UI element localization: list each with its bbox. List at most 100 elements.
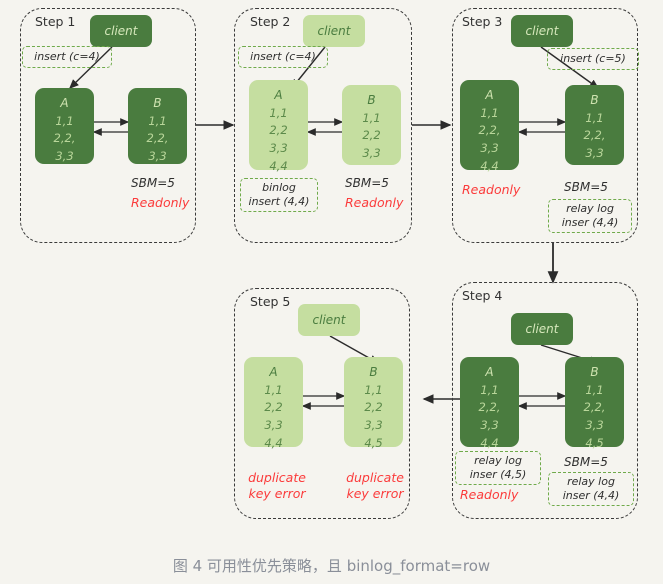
step-5-client-label: client xyxy=(312,313,346,327)
step-3-panel xyxy=(452,8,638,243)
step-2-node-b-row-1: 2,2 xyxy=(362,128,381,143)
step-4-node-a-row-0: 1,1 xyxy=(480,382,499,397)
step-3-node-a-row-3: 4,4 xyxy=(480,159,499,174)
step-5-error-a-line-0: duplicate xyxy=(248,470,306,485)
step-4-panel xyxy=(452,282,638,519)
step-4-node-b-row-3: 4,5 xyxy=(585,436,604,451)
step-1-title: Step 1 xyxy=(35,14,76,29)
step-4-node-a-name: A xyxy=(485,365,494,379)
step-5-node-b-row-2: 3,3 xyxy=(364,418,383,433)
step-4-relay-tag-b: relay log inser (4,4) xyxy=(548,472,634,506)
step-2-node-a: A 1,1 2,2 3,3 4,4 xyxy=(249,80,308,173)
step-1-client-label: client xyxy=(104,24,138,38)
step-1-node-a-row-2: 3,3 xyxy=(55,149,74,164)
step-2-query-text: insert (c=4) xyxy=(250,50,316,64)
step-5-node-a-row-0: 1,1 xyxy=(264,382,283,397)
step-3-sbm: SBM=5 xyxy=(564,180,608,194)
step-3-node-b-name: B xyxy=(590,93,599,107)
step-5-panel xyxy=(234,288,410,519)
step-5-node-b-row-0: 1,1 xyxy=(364,382,383,397)
step-1-status: Readonly xyxy=(131,195,190,210)
step-1-client: client xyxy=(90,15,152,47)
figure-caption: 图 4 可用性优先策略，且 binlog_format=row xyxy=(172,557,491,575)
step-1-query-text: insert (c=4) xyxy=(34,50,100,64)
step-4-sbm: SBM=5 xyxy=(564,455,608,469)
step-1-node-b-row-1: 2,2, xyxy=(146,131,169,146)
step-1-node-a-row-1: 2,2, xyxy=(53,131,76,146)
step-5-error-b-line-1: key error xyxy=(346,485,404,501)
step-4-relay-a-line-1: inser (4,5) xyxy=(469,468,527,481)
step-1-panel xyxy=(20,8,196,243)
step-4-client: client xyxy=(511,313,573,345)
step-4-relay-a-line-0: relay log xyxy=(474,454,522,468)
step-5-title: Step 5 xyxy=(250,294,291,309)
step-2-node-b-name: B xyxy=(367,93,376,107)
step-2-node-b-row-2: 3,3 xyxy=(362,146,381,161)
step-2-node-a-row-1: 2,2 xyxy=(269,123,288,138)
step-3-node-a: A 1,1 2,2, 3,3 4,4 xyxy=(460,80,519,173)
step-2-binlog-line-0: binlog xyxy=(262,181,296,195)
step-1-node-b-name: B xyxy=(153,96,162,110)
step-2-status: Readonly xyxy=(345,195,404,210)
step-2-node-a-row-0: 1,1 xyxy=(269,105,288,120)
step-3-relay-b-line-1: inser (4,4) xyxy=(561,216,619,229)
step-5-error-a: duplicate key error xyxy=(247,470,307,501)
step-1-node-b: B 1,1 2,2, 3,3 xyxy=(128,88,187,164)
step-4-node-a-row-2: 3,3 xyxy=(480,418,499,433)
step-4-relay-b-line-1: inser (4,4) xyxy=(562,489,620,502)
step-2-binlog-tag: binlog insert (4,4) xyxy=(240,178,318,212)
step-4-node-b-row-2: 3,3 xyxy=(585,418,604,433)
step-1-query-tag: insert (c=4) xyxy=(22,46,112,68)
step-5-error-b: duplicate key error xyxy=(345,470,405,501)
step-4-title: Step 4 xyxy=(462,288,503,303)
step-2-sbm: SBM=5 xyxy=(345,176,389,190)
step-1-node-b-row-0: 1,1 xyxy=(148,113,167,128)
step-3-client-label: client xyxy=(525,24,559,38)
step-5-node-b-row-1: 2,2 xyxy=(364,400,383,415)
step-5-node-b-row-3: 4,5 xyxy=(364,436,383,451)
step-2-node-b-row-0: 1,1 xyxy=(362,110,381,125)
step-2-node-b: B 1,1 2,2 3,3 xyxy=(342,85,401,165)
step-3-node-a-row-0: 1,1 xyxy=(480,105,499,120)
step-4-node-b-name: B xyxy=(590,365,599,379)
step-5-node-b-name: B xyxy=(369,365,378,379)
step-2-title: Step 2 xyxy=(250,14,291,29)
step-1-node-a: A 1,1 2,2, 3,3 xyxy=(35,88,94,164)
step-3-node-b-row-0: 1,1 xyxy=(585,110,604,125)
step-4-relay-b-line-0: relay log xyxy=(567,475,615,489)
step-2-query-tag: insert (c=4) xyxy=(238,46,328,68)
step-3-query-tag: insert (c=5) xyxy=(547,48,639,70)
step-5-node-a-name: A xyxy=(269,365,278,379)
step-3-title: Step 3 xyxy=(462,14,503,29)
step-3-node-b-row-1: 2,2, xyxy=(583,128,606,143)
step-1-node-b-row-2: 3,3 xyxy=(148,149,167,164)
step-5-node-a-row-1: 2,2 xyxy=(264,400,283,415)
step-3-client: client xyxy=(511,15,573,47)
step-5-node-a: A 1,1 2,2 3,3 4,4 xyxy=(244,357,303,450)
step-4-client-label: client xyxy=(525,322,559,336)
step-3-relay-tag-b: relay log inser (4,4) xyxy=(548,199,632,233)
step-4-node-a: A 1,1 2,2, 3,3 4,4 xyxy=(460,357,519,450)
step-4-node-a-row-3: 4,4 xyxy=(480,436,499,451)
step-5-error-b-line-0: duplicate xyxy=(346,470,404,485)
step-3-node-a-row-2: 3,3 xyxy=(480,141,499,156)
step-4-node-b-row-0: 1,1 xyxy=(585,382,604,397)
step-4-relay-tag-a: relay log inser (4,5) xyxy=(455,451,541,485)
step-1-node-a-row-0: 1,1 xyxy=(55,113,74,128)
step-4-node-a-row-1: 2,2, xyxy=(478,400,501,415)
step-3-query-text: insert (c=5) xyxy=(560,52,626,66)
step-4-status: Readonly xyxy=(460,487,519,502)
step-2-panel xyxy=(234,8,412,243)
step-3-relay-b-line-0: relay log xyxy=(566,202,614,216)
step-2-node-a-row-2: 3,3 xyxy=(269,141,288,156)
step-5-node-a-row-3: 4,4 xyxy=(264,436,283,451)
step-2-binlog-line-1: insert (4,4) xyxy=(248,195,310,208)
step-1-node-a-name: A xyxy=(60,96,69,110)
step-3-node-a-name: A xyxy=(485,88,494,102)
step-3-node-b-row-2: 3,3 xyxy=(585,146,604,161)
step-4-node-b: B 1,1 2,2, 3,3 4,5 xyxy=(565,357,624,450)
step-5-node-b: B 1,1 2,2 3,3 4,5 xyxy=(344,357,403,450)
step-2-node-a-row-3: 4,4 xyxy=(269,159,288,174)
step-3-node-a-row-1: 2,2, xyxy=(478,123,501,138)
